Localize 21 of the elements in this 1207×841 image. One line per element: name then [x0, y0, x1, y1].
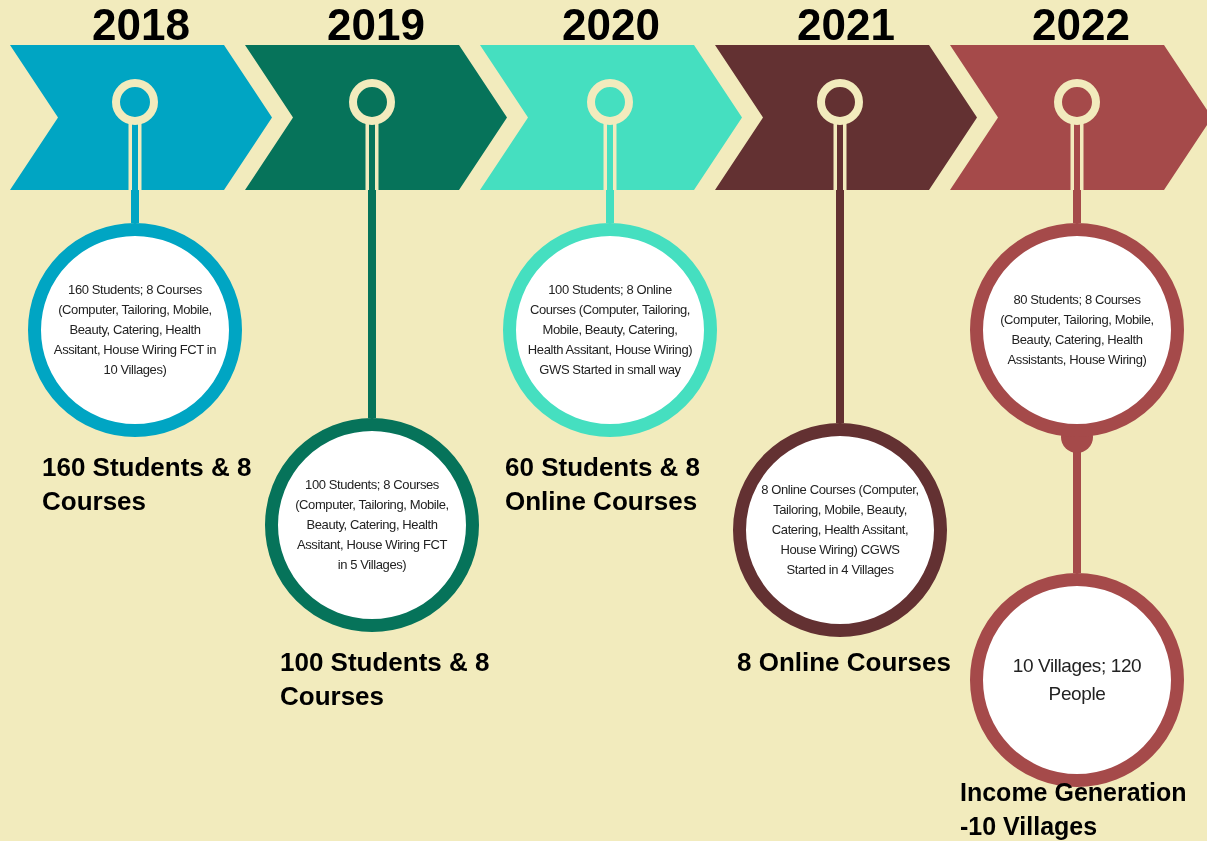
year-label: 2020 [562, 0, 660, 50]
connector-line [836, 190, 844, 423]
connector-line [1073, 190, 1081, 223]
milestone-text: 100 Students; 8 Courses (Computer, Tailoring, Mobile, Beauty, Catering, Health Assitant, House Wiring FCT in 5 Villages) [294, 476, 450, 574]
milestone-caption: 160 Students & 8 Courses [42, 451, 253, 518]
milestone-caption: 60 Students & 8 Online Courses [505, 451, 702, 518]
milestone-caption: 100 Students & 8 Courses [280, 646, 491, 713]
milestone-text: 160 Students; 8 Courses (Computer, Tailoring, Mobile, Beauty, Catering, Health Assitant, House Wiring FCT in 10 Villages) [52, 281, 218, 379]
year-label: 2022 [1032, 0, 1130, 50]
milestone-text: 8 Online Courses (Computer, Tailoring, Mobile, Beauty, Catering, Health Assitant, House Wiring) CGWS Started in 4 Villages [760, 481, 920, 579]
connector-line [368, 190, 376, 418]
connector-line [606, 190, 614, 223]
year-label: 2019 [327, 0, 425, 50]
connector-line [131, 190, 139, 223]
milestone-caption: Income Generation -10 Villages [960, 777, 1188, 841]
milestone-text: 10 Villages; 120 People [1011, 654, 1143, 706]
milestone-caption: 8 Online Courses [737, 646, 952, 679]
year-label: 2021 [797, 0, 895, 50]
milestone-text: 100 Students; 8 Online Courses (Computer, Tailoring, Mobile, Beauty, Catering, Health Assitant, House Wiring) GWS Started in small way [526, 281, 694, 379]
year-label: 2018 [92, 0, 190, 50]
milestone-text: 80 Students; 8 Courses (Computer, Tailoring, Mobile, Beauty, Catering, Health Assistants, House Wiring) [999, 291, 1155, 369]
